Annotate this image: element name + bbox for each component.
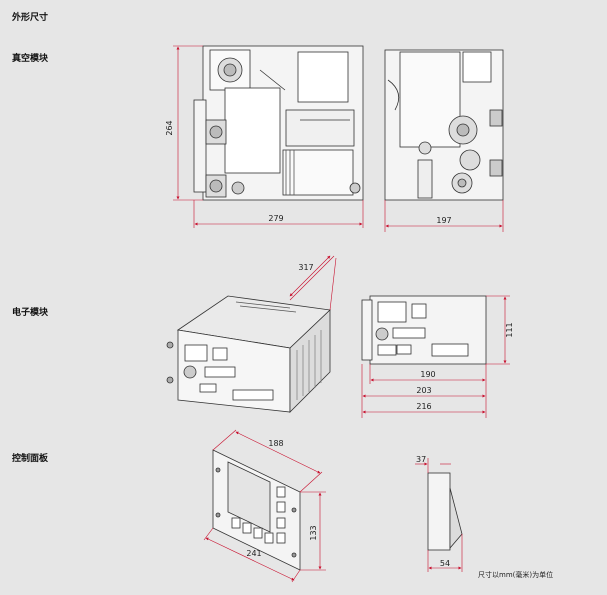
dim-panel-top: 188 [268,439,283,448]
unit-note: 尺寸以mm(毫米)为单位 [478,571,554,579]
dim-vacuum-side: 197 [436,216,451,225]
section-title: 外形尺寸 [12,13,49,23]
section-vacuum: 真空模块 [12,54,49,64]
electronic-front-dimensions [361,295,510,418]
section-electronic: 电子模块 [12,308,49,318]
electronic-module-iso [166,295,331,413]
dim-vacuum-width: 279 [268,214,283,223]
dim-panel-side-bottom: 54 [440,559,450,568]
dim-electronic-diag: 317 [298,263,313,272]
dim-panel-right: 133 [309,525,318,540]
dim-panel-side-top: 37 [416,455,426,464]
dim-electronic-w1: 190 [420,370,435,379]
section-panel: 控制面板 [12,454,49,464]
vacuum-module-side [384,49,504,201]
dim-electronic-w3: 216 [416,402,431,411]
dim-electronic-height: 111 [505,322,514,337]
electronic-module-front [361,295,487,365]
vacuum-module-front [193,45,364,201]
vacuum-side-dimensions [384,200,504,232]
control-panel-dimensions [203,429,326,583]
control-panel-side [427,472,463,551]
dim-electronic-w2: 203 [416,386,431,395]
vacuum-front-dimensions [173,45,364,228]
dim-vacuum-height: 264 [165,120,174,135]
dim-panel-bottom: 241 [246,549,261,558]
electronic-iso-dimensions [289,255,337,311]
control-panel-side-dimensions [415,458,463,572]
